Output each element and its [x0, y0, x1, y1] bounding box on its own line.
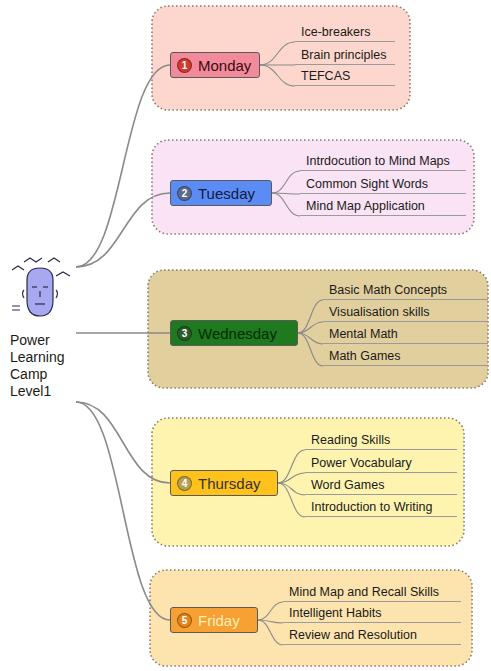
head-nose: [39, 291, 40, 297]
main-branch-line: [76, 332, 170, 334]
topic-text: Word Games: [311, 478, 384, 492]
topic-text: Mind Map and Recall Skills: [289, 585, 439, 599]
head-mouth: [35, 303, 45, 304]
day-branch-box: 3 Wednesday: [170, 320, 298, 346]
day-number: 1: [177, 58, 192, 73]
cloud-background: [152, 140, 474, 234]
sub-branch-line: [278, 473, 305, 483]
head-eye: [43, 286, 48, 287]
cloud-background: [152, 6, 410, 110]
topic-text: Introduction to Writing: [311, 500, 432, 514]
topic-item: Common Sight Words: [300, 175, 466, 194]
day-label: Thursday: [198, 475, 261, 492]
topic-item: Introduction to Writing: [305, 498, 457, 517]
sub-branch-line: [298, 300, 323, 333]
cloud-background: [152, 418, 464, 546]
topic-item: Brain principles: [295, 46, 395, 65]
topic-text: Intelligent Habits: [289, 606, 381, 620]
head-icon: [12, 258, 70, 316]
topic-item: Power Vocabulary: [305, 454, 457, 473]
topic-text: Ice-breakers: [301, 25, 370, 39]
sub-branch-line: [278, 450, 305, 483]
topic-text: Mind Map Application: [306, 199, 425, 213]
central-topic-text: Power Learning Camp Level1: [10, 332, 76, 400]
sub-branch-line: [272, 193, 300, 216]
topic-item: Reading Skills: [305, 431, 457, 450]
day-label: Tuesday: [198, 185, 255, 202]
topic-text: Math Games: [329, 349, 401, 363]
topic-text: Mental Math: [329, 327, 398, 341]
topic-item: Visualisation skills: [323, 303, 488, 322]
topic-item: Basic Math Concepts: [323, 281, 488, 300]
topic-text: Brain principles: [301, 48, 386, 62]
sub-branch-line: [278, 483, 305, 517]
main-branch-line: [76, 193, 170, 267]
topic-text: Reading Skills: [311, 433, 390, 447]
topic-item: Mind Map Application: [300, 197, 466, 216]
head-squiggle: [48, 258, 60, 262]
head-squiggle: [12, 266, 24, 270]
topic-text: Power Vocabulary: [311, 456, 412, 470]
topic-text: Review and Resolution: [289, 628, 417, 642]
day-number: 5: [177, 613, 192, 628]
day-branch-box: 5 Friday: [170, 607, 258, 633]
topic-item: Mental Math: [323, 325, 488, 344]
day-number: 4: [177, 476, 192, 491]
head-squiggle: [56, 272, 70, 276]
sub-branch-line: [260, 42, 295, 65]
sub-branch-line: [260, 65, 295, 86]
head-ear: [56, 290, 58, 298]
topic-text: Basic Math Concepts: [329, 283, 447, 297]
day-number: 2: [177, 186, 192, 201]
topic-item: Word Games: [305, 476, 457, 495]
head-squiggle: [24, 258, 42, 262]
sub-branch-line: [258, 602, 283, 620]
topic-text: Intrdocution to Mind Maps: [306, 154, 450, 168]
topic-text: Visualisation skills: [329, 305, 430, 319]
cloud-background: [148, 270, 488, 388]
day-number: 3: [177, 326, 192, 341]
topic-item: Review and Resolution: [283, 626, 461, 645]
day-label: Monday: [198, 57, 251, 74]
main-branch-line: [76, 402, 170, 620]
topic-text: TEFCAS: [301, 69, 350, 83]
topic-text: Common Sight Words: [306, 177, 428, 191]
day-branch-box: 1 Monday: [170, 52, 260, 78]
head-squiggle: [12, 306, 20, 310]
sub-branch-line: [298, 333, 323, 366]
central-topic: Power Learning Camp Level1: [10, 262, 76, 407]
topic-item: Intrdocution to Mind Maps: [300, 152, 466, 171]
head-face: [27, 268, 53, 316]
head-eye: [32, 286, 37, 287]
topic-item: Mind Map and Recall Skills: [283, 583, 461, 602]
topic-item: TEFCAS: [295, 67, 395, 86]
day-branch-box: 4 Thursday: [170, 470, 278, 496]
cloud-background: [150, 570, 472, 666]
main-branch-line: [76, 65, 170, 267]
topic-item: Ice-breakers: [295, 23, 395, 42]
topic-item: Math Games: [323, 347, 488, 366]
sub-branch-line: [272, 171, 300, 193]
main-branch-line: [76, 402, 170, 483]
sub-branch-line: [258, 620, 283, 645]
day-label: Friday: [198, 612, 240, 629]
sub-branch-line: [298, 322, 323, 333]
topic-item: Intelligent Habits: [283, 604, 461, 623]
day-branch-box: 2 Tuesday: [170, 180, 272, 206]
day-label: Wednesday: [198, 325, 277, 342]
head-ear: [23, 290, 25, 298]
